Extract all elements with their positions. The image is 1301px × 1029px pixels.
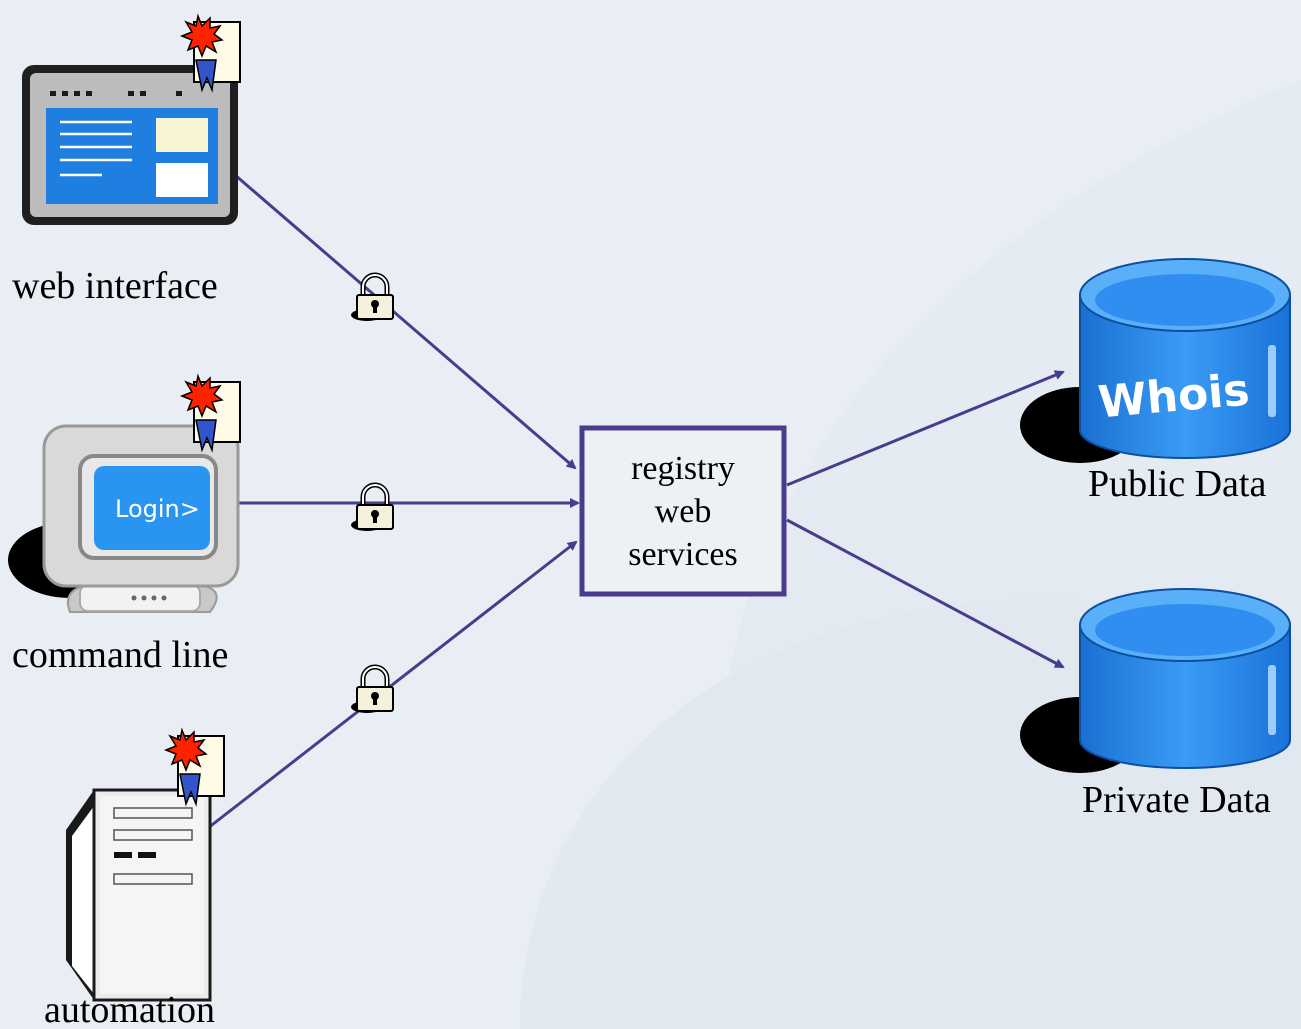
lock-icon [351, 667, 393, 713]
store-label-private: Private Data [1082, 779, 1271, 821]
public-database-icon: Whois [1020, 258, 1291, 463]
hub-line-1: registry [631, 450, 735, 487]
client-label-cli: command line [12, 634, 228, 676]
hub-line-3: services [628, 536, 738, 573]
private-database-icon [1020, 588, 1291, 773]
store-label-public: Public Data [1088, 463, 1266, 505]
terminal-screen-text: Login> [115, 495, 200, 523]
client-label-web: web interface [12, 265, 218, 307]
client-label-auto: automation [44, 989, 215, 1029]
hub-line-2: web [655, 493, 712, 530]
connector-public [786, 370, 1065, 487]
connector-private [786, 518, 1065, 669]
connector-auto [207, 540, 578, 830]
connector-web [234, 173, 577, 470]
connectors [207, 173, 1065, 830]
registry-services-box: registry web services [579, 425, 787, 597]
server-tower-icon [66, 788, 212, 1002]
lock-icon [351, 485, 393, 531]
web-browser-icon [22, 65, 238, 225]
terminal-icon: Login> [8, 424, 240, 613]
